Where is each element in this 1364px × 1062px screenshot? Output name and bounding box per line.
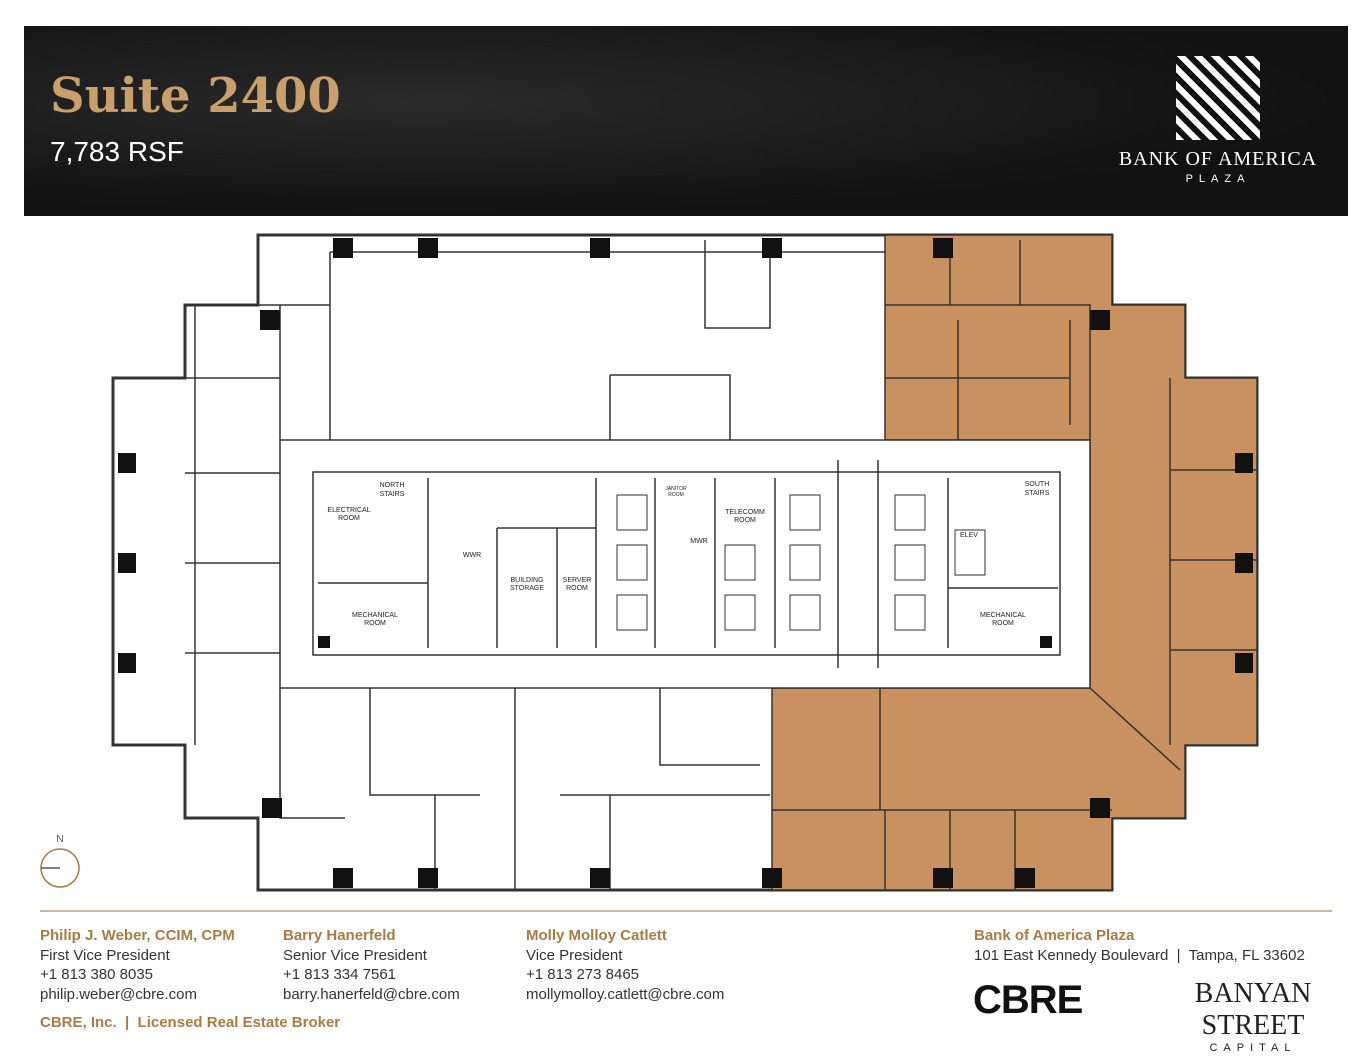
room-label-mechanical: MECHANICAL: [352, 612, 398, 619]
room-label-storage-2: STORAGE: [510, 585, 544, 592]
contact-phone[interactable]: +1 813 273 8465: [526, 966, 640, 983]
building-address: 101 East Kennedy Boulevard | Tampa, FL 3…: [974, 946, 1305, 964]
room-label-telecomm: TELECOMM: [725, 509, 765, 516]
contact-catlett: Molly Molloy Catlett Vice President +1 8…: [526, 926, 724, 1004]
logo-name: BANK OF AMERICA: [1118, 148, 1318, 170]
room-label-server-2: ROOM: [566, 585, 588, 592]
contact-name: Philip J. Weber, CCIM, CPM: [40, 927, 235, 944]
room-label-telecomm-2: ROOM: [734, 517, 756, 524]
building-info: Bank of America Plaza 101 East Kennedy B…: [974, 926, 1305, 965]
room-label-south-stairs-2: STAIRS: [1025, 490, 1050, 497]
columns: [118, 238, 1253, 888]
contact-email[interactable]: mollymolloy.catlett@cbre.com: [526, 985, 725, 1003]
contact-phone[interactable]: +1 813 380 8035: [40, 966, 154, 983]
compass-label: N: [56, 834, 63, 845]
banyan-street-logo: BANYAN STREET CAPITAL: [1142, 978, 1364, 1054]
room-label-elev: ELEV: [960, 532, 978, 539]
room-label-mechanical-2: ROOM: [364, 620, 386, 627]
room-label-mwr: MWR: [690, 538, 708, 545]
contact-email[interactable]: philip.weber@cbre.com: [40, 985, 197, 1003]
room-label-wwr: WWR: [463, 552, 481, 559]
suite-area: 7,783 RSF: [50, 136, 184, 167]
contact-weber: Philip J. Weber, CCIM, CPM First Vice Pr…: [40, 926, 235, 1004]
contact-name: Barry Hanerfeld: [283, 927, 396, 944]
building-core: [312, 471, 1061, 656]
footer-divider: [40, 910, 1332, 912]
room-label-north-stairs: NORTH: [380, 482, 405, 489]
bank-of-america-plaza-logo: BANK OF AMERICA PLAZA: [1118, 56, 1318, 185]
elevators: [616, 494, 986, 631]
room-label-mechanical-south: MECHANICAL: [980, 612, 1026, 619]
header-banner: Suite 2400 7,783 RSF BANK OF AMERICA PLA…: [24, 26, 1348, 216]
contact-title: Vice President: [526, 946, 623, 964]
suite-title: Suite 2400: [50, 68, 341, 124]
contact-name: Molly Molloy Catlett: [526, 927, 667, 944]
corridor: [279, 439, 1091, 689]
room-label-south-stairs: SOUTH: [1025, 481, 1050, 488]
room-label-server: SERVER: [563, 577, 592, 584]
building-name: Bank of America Plaza: [974, 927, 1135, 944]
room-label-electrical-2: ROOM: [338, 515, 360, 522]
room-label-electrical: ELECTRICAL: [327, 507, 370, 514]
logo-sub: PLAZA: [1185, 173, 1251, 185]
contact-title: First Vice President: [40, 946, 170, 964]
banyan-name: BANYAN STREET: [1194, 978, 1312, 1041]
room-label-mechanical-south-2: ROOM: [992, 620, 1014, 627]
contact-hanerfeld: Barry Hanerfeld Senior Vice President +1…: [283, 926, 460, 1004]
broker-line: CBRE, Inc. | Licensed Real Estate Broker: [40, 1014, 341, 1031]
room-label-janitor-2: ROOM: [668, 492, 684, 498]
contact-phone[interactable]: +1 813 334 7561: [283, 966, 397, 983]
banyan-sub: CAPITAL: [1209, 1042, 1297, 1054]
room-label-storage: BUILDING: [510, 577, 543, 584]
contact-email[interactable]: barry.hanerfeld@cbre.com: [283, 985, 460, 1003]
floor-plan: ELECTRICAL ROOM NORTH STAIRS MECHANICAL …: [111, 233, 1259, 892]
room-label-janitor: JANITOR: [665, 486, 687, 492]
north-compass-icon: N: [40, 834, 80, 888]
logo-mark-icon: [1176, 56, 1260, 140]
cbre-logo: CBRE: [973, 978, 1083, 1022]
room-label-north-stairs-2: STAIRS: [380, 491, 405, 498]
contact-title: Senior Vice President: [283, 946, 427, 964]
